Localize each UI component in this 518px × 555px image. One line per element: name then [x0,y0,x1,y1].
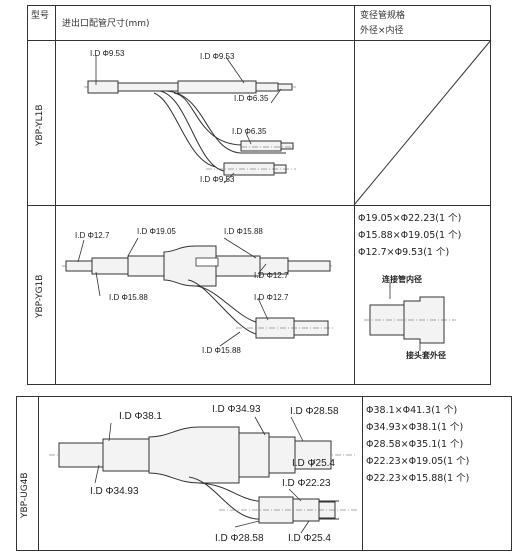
pipe-label: I.D Φ9.53 [200,175,235,184]
pipe-label: I.D Φ22.23 [282,478,331,489]
pipe-label: I.D Φ34.93 [90,486,139,497]
model-label: YBP-YG1B [35,274,45,318]
table-divider [27,205,491,206]
header-model: 型号 [31,11,50,21]
reducer-spec-item: Φ22.23×Φ15.88(1 个) [366,473,470,484]
table-divider [362,396,363,551]
reducer-spec-item: Φ38.1×Φ41.3(1 个) [366,405,458,416]
reducer-spec-list: Φ19.05×Φ22.23(1 个) Φ15.88×Φ19.05(1 个) Φ1… [358,210,461,261]
pipe-label: I.D Φ15.88 [202,346,241,355]
pipe-label: I.D Φ34.93 [212,404,261,415]
pipe-label: I.D Φ25.4 [292,458,335,469]
reducer-detail-diagram [364,283,456,351]
pipe-label: I.D Φ12.7 [254,271,289,280]
pipe-label: I.D Φ6.35 [234,94,269,103]
table-divider [55,5,56,385]
reducer-spec-item: Φ15.88×Φ19.05(1 个) [358,230,462,241]
header-reducer-dims: 外径×内径 [360,26,404,36]
table-divider [27,40,491,41]
pipe-label: I.D Φ9.53 [200,52,235,61]
reducer-spec-item: Φ22.23×Φ19.05(1 个) [366,456,470,467]
empty-cell-diagonal [353,39,492,206]
branch-pipe-diagram [49,416,357,534]
table-divider [354,5,355,385]
pipe-label: I.D Φ28.58 [290,406,339,417]
spec-table-bottom [16,396,512,551]
pipe-label: I.D Φ6.35 [232,127,267,136]
spec-table-top [27,5,491,385]
model-label: YBP-UG4B [20,472,30,518]
header-pipe-size: 进出口配管尺寸(mm) [62,19,150,29]
table-divider [38,396,39,551]
reducer-spec-list: Φ38.1×Φ41.3(1 个) Φ34.93×Φ38.1(1 个) Φ28.5… [366,402,469,487]
reducer-spec-item: Φ28.58×Φ35.1(1 个) [366,439,464,450]
branch-pipe-diagram [84,55,296,184]
branch-pipe-diagram [62,237,334,347]
reducer-spec-item: Φ19.05×Φ22.23(1 个) [358,213,462,224]
pipe-label: I.D Φ19.05 [137,227,176,236]
header-reducer-spec: 变径管规格 [360,11,406,21]
reducer-spec-item: Φ12.7×Φ9.53(1 个) [358,247,450,258]
detail-label-bottom: 接头套外径 [406,351,446,360]
pipe-label: I.D Φ12.7 [75,231,110,240]
reducer-spec-item: Φ34.93×Φ38.1(1 个) [366,422,464,433]
detail-label-top: 连接管内径 [382,275,422,284]
pipe-label: I.D Φ25.4 [288,533,331,544]
pipe-label: I.D Φ15.88 [224,227,263,236]
pipe-label: I.D Φ28.58 [215,533,264,544]
pipe-label: I.D Φ15.88 [109,293,148,302]
pipe-label: I.D Φ12.7 [254,293,289,302]
model-label: YBP-YL1B [35,104,45,147]
pipe-label: I.D Φ38.1 [119,411,162,422]
pipe-label: I.D Φ9.53 [90,49,125,58]
